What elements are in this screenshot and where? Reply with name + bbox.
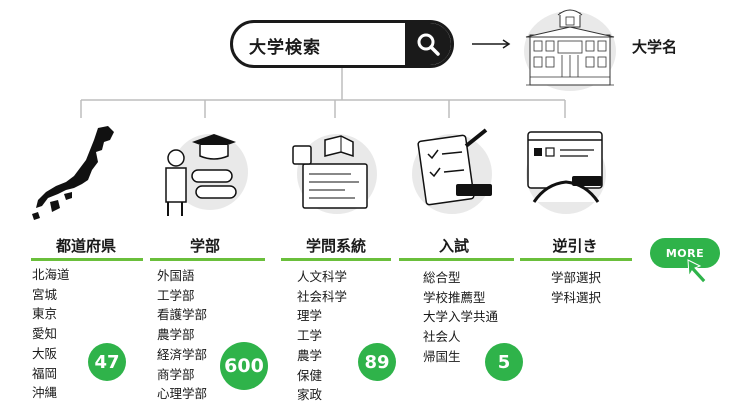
count-badge: 5: [485, 343, 523, 381]
category-title-entrance-exam[interactable]: 入試: [438, 237, 469, 255]
entrance-exam-icon: [412, 128, 492, 214]
academic-field-icon: [292, 134, 377, 214]
university-name-label: 大学名: [632, 38, 678, 56]
list-item[interactable]: 看護学部: [157, 307, 208, 323]
category-title-reverse-lookup[interactable]: 逆引き: [552, 237, 598, 255]
list-item[interactable]: 総合型: [423, 270, 461, 285]
list-item[interactable]: 社会科学: [297, 288, 348, 304]
list-item[interactable]: 大阪: [32, 345, 58, 361]
search-label: 大学検索: [249, 38, 321, 58]
category-title-faculty[interactable]: 学部: [189, 237, 220, 255]
category-underline: [399, 258, 514, 261]
list-item[interactable]: 宮城: [32, 286, 58, 302]
list-item[interactable]: 沖縄: [32, 385, 58, 401]
list-item[interactable]: 学科選択: [551, 289, 602, 305]
list-item[interactable]: 農学: [297, 347, 323, 363]
search-bar[interactable]: 大学検索: [230, 20, 454, 68]
list-item[interactable]: 北海道: [32, 267, 70, 282]
cursor-arrow-icon: [687, 259, 707, 284]
list-item[interactable]: 福岡: [32, 365, 58, 381]
list-item[interactable]: 家政: [297, 387, 323, 403]
count-badge: 600: [220, 342, 268, 390]
list-item[interactable]: 帰国生: [423, 348, 461, 364]
list-item[interactable]: 工学: [297, 328, 323, 344]
list-item[interactable]: 外国語: [157, 268, 195, 283]
university-building-icon: [524, 9, 616, 91]
list-item[interactable]: 学部選択: [551, 270, 602, 285]
category-list-prefecture: 北海道 宮城 東京 愛知 大阪 福岡 沖縄: [32, 265, 70, 403]
list-item[interactable]: 社会人: [423, 329, 461, 345]
list-item[interactable]: 学校推薦型: [423, 289, 486, 305]
list-item[interactable]: 心理学部: [157, 386, 208, 402]
category-list-academic-field: 人文科学 社会科学 理学 工学 農学 保健 家政: [297, 267, 347, 405]
faculty-graduation-icon: [165, 134, 248, 216]
category-underline: [281, 258, 391, 261]
search-icon: [417, 33, 440, 56]
search-button[interactable]: [405, 23, 451, 65]
list-item[interactable]: 工学部: [157, 287, 195, 303]
count-badge: 47: [88, 343, 126, 381]
reverse-lookup-icon: [526, 131, 606, 214]
list-item[interactable]: 愛知: [32, 326, 58, 342]
count-badge: 89: [358, 343, 396, 381]
list-item[interactable]: 農学部: [157, 327, 195, 343]
category-list-faculty: 外国語 工学部 看護学部 農学部 経済学部 商学部 心理学部: [157, 266, 207, 404]
category-list-reverse-lookup: 学部選択 学科選択: [551, 268, 601, 307]
list-item[interactable]: 大学入学共通: [423, 309, 499, 325]
japan-map-icon: [32, 126, 114, 220]
category-underline: [520, 258, 632, 261]
category-title-prefecture[interactable]: 都道府県: [55, 237, 116, 255]
category-underline: [150, 258, 265, 261]
list-item[interactable]: 商学部: [157, 366, 195, 382]
list-item[interactable]: 保健: [297, 367, 323, 383]
list-item[interactable]: 経済学部: [157, 346, 208, 362]
list-item[interactable]: 東京: [32, 306, 58, 322]
category-title-academic-field[interactable]: 学問系統: [305, 237, 366, 255]
list-item[interactable]: 理学: [297, 308, 323, 324]
more-button[interactable]: MORE: [650, 238, 720, 268]
category-underline: [31, 258, 143, 261]
category-list-entrance-exam: 総合型 学校推薦型 大学入学共通 社会人 帰国生: [423, 268, 498, 367]
list-item[interactable]: 人文科学: [297, 269, 348, 284]
